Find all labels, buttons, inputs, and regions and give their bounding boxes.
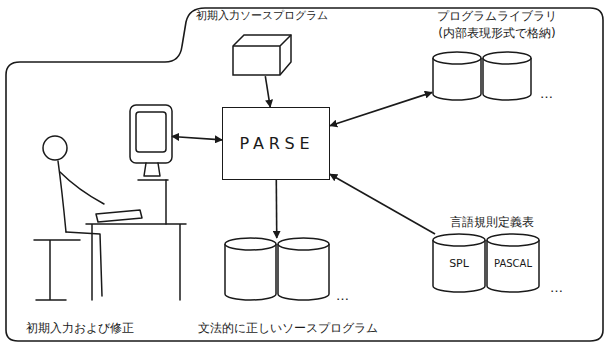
storage-node: 初期入力ソースプログラム [190,4,334,80]
node-shape [130,105,172,165]
storage-node: 初期入力および修正 [15,100,185,340]
system-outline [6,8,603,341]
storage-cylinders [432,52,532,100]
operator-label: 初期入力および修正 [26,320,134,336]
continuation-mark: … [540,86,553,102]
process-box: PARSE [222,107,330,180]
node-shape [224,238,330,300]
output-label: 文法的に正しいソースプログラム [198,320,378,336]
flow-arrow [330,174,435,234]
storage-node: 文法的に正しいソースプログラム [198,236,378,340]
flow-arrow [330,92,432,125]
flow-arrow [275,180,277,238]
rules-label: 言語規則定義表 [450,214,534,230]
library-note: (内部表現形式で格納) [438,25,555,41]
node-shape [232,34,292,76]
storage-cylinders [224,238,330,300]
process-name: PARSE [240,136,315,152]
operator-figure [34,105,186,300]
library-label: プログラムライブラリ [437,8,557,24]
storage-node: 言語規則定義表 SPL PASCAL [420,212,570,296]
node-shape [432,52,532,100]
continuation-mark: … [336,288,349,304]
language-name: SPL [449,256,469,272]
card-deck [232,34,292,76]
language-name: PASCAL [494,256,532,272]
continuation-mark: … [550,280,563,296]
flow-arrow [265,76,270,107]
input-label: 初期入力ソースプログラム [196,8,328,24]
flow-arrow [172,136,222,139]
